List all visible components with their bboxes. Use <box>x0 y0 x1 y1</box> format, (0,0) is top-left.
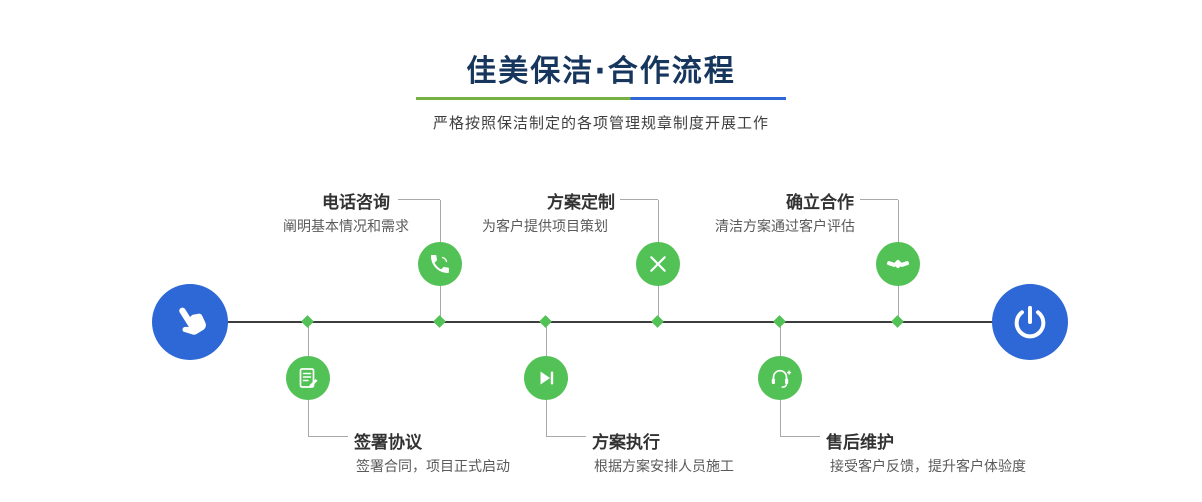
step-title: 电话咨询 <box>322 193 390 213</box>
service-icon <box>771 369 792 388</box>
power-icon <box>1014 305 1046 339</box>
step-desc: 阐明基本情况和需求 <box>283 219 409 235</box>
pointing-hand-icon <box>179 307 206 335</box>
timeline-diamond <box>433 315 446 328</box>
step-title: 确立合作 <box>786 193 854 213</box>
page-title: 佳美保洁·合作流程 <box>466 54 736 89</box>
title-underline <box>416 97 786 100</box>
connector-line <box>546 436 586 437</box>
handshake-icon <box>886 259 910 269</box>
timeline-diamond <box>773 315 786 328</box>
phone-icon <box>430 255 449 273</box>
step-title: 方案执行 <box>592 433 660 453</box>
step-desc: 接受客户反馈，提升客户体验度 <box>830 459 1026 475</box>
connector-line <box>780 436 820 437</box>
connector-line <box>308 436 348 437</box>
step-desc: 为客户提供项目策划 <box>482 219 608 235</box>
step-title: 售后维护 <box>826 433 894 453</box>
timeline-diamond <box>301 315 314 328</box>
start-node <box>152 284 228 360</box>
step-desc: 清洁方案通过客户评估 <box>715 219 855 235</box>
step-node-design <box>636 242 680 286</box>
step-desc: 根据方案安排人员施工 <box>594 459 734 475</box>
timeline-diamond <box>651 315 664 328</box>
step-desc: 签署合同，项目正式启动 <box>356 459 510 475</box>
timeline-diamond <box>539 315 552 328</box>
connector-line <box>620 199 658 200</box>
page-subtitle: 严格按照保洁制定的各项管理规章制度开展工作 <box>432 114 769 132</box>
execute-icon <box>540 371 554 385</box>
design-icon <box>650 256 666 272</box>
contract-icon <box>299 368 318 388</box>
step-node-execute <box>524 356 568 400</box>
step-title: 方案定制 <box>547 193 615 213</box>
timeline-line <box>190 321 1030 323</box>
step-node-phone <box>418 242 462 286</box>
connector-line <box>398 199 440 200</box>
connector-line <box>860 199 898 200</box>
step-title: 签署协议 <box>354 433 422 453</box>
end-node <box>992 284 1068 360</box>
step-node-contract <box>286 356 330 400</box>
step-node-cooperation <box>876 242 920 286</box>
step-node-service <box>758 356 802 400</box>
timeline-diamond <box>891 315 904 328</box>
